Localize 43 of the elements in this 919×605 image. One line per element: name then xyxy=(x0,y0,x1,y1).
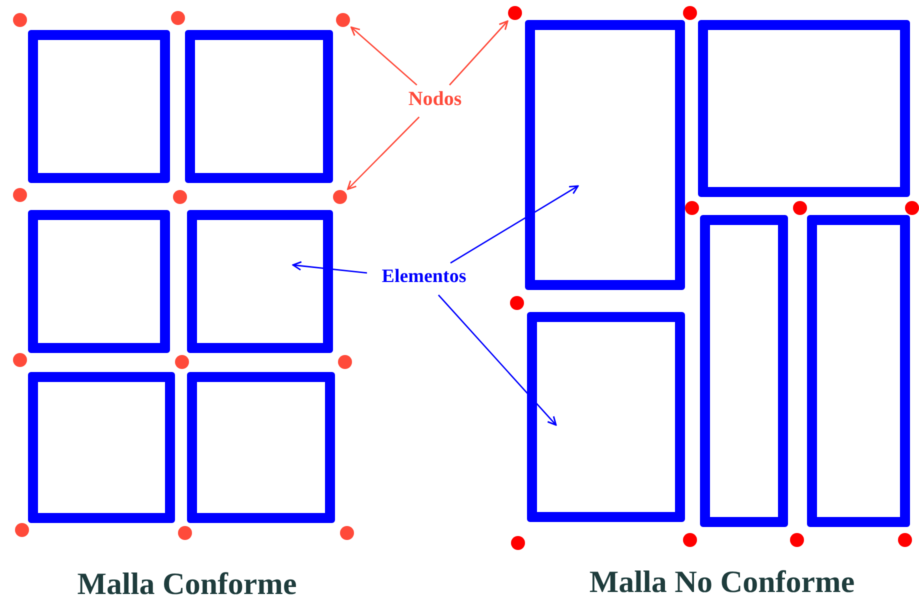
mesh-element xyxy=(698,20,910,197)
callout-label: Elementos xyxy=(380,266,468,288)
mesh-node-dot xyxy=(510,296,524,310)
mesh-node-dot xyxy=(511,536,525,550)
mesh-node-dot xyxy=(13,188,27,202)
mesh-node-dot xyxy=(508,6,522,20)
mesh-node-dot xyxy=(13,13,27,27)
mesh-element xyxy=(700,215,788,527)
leader-arrow xyxy=(292,261,368,274)
mesh-node-dot xyxy=(336,13,350,27)
mesh-node-dot xyxy=(171,11,185,25)
callout-label: Nodos xyxy=(407,88,463,111)
mesh-title: Malla No Conforme xyxy=(589,564,855,600)
mesh-element xyxy=(28,372,175,523)
mesh-node-dot xyxy=(790,533,804,547)
leader-arrow xyxy=(449,20,508,86)
mesh-node-dot xyxy=(898,533,912,547)
mesh-node-dot xyxy=(340,526,354,540)
mesh-node-dot xyxy=(175,355,189,369)
leader-arrow xyxy=(346,116,420,190)
mesh-element xyxy=(187,210,333,353)
mesh-element xyxy=(187,372,335,523)
mesh-element xyxy=(525,20,685,290)
mesh-node-dot xyxy=(685,201,699,215)
mesh-node-dot xyxy=(905,201,919,215)
mesh-node-dot xyxy=(338,355,352,369)
leader-arrow xyxy=(438,294,557,426)
mesh-element xyxy=(185,30,333,183)
leader-arrow xyxy=(450,185,579,264)
mesh-node-dot xyxy=(13,353,27,367)
mesh-node-dot xyxy=(173,190,187,204)
mesh-node-dot xyxy=(15,523,29,537)
leader-arrow xyxy=(350,26,418,86)
mesh-node-dot xyxy=(683,6,697,20)
mesh-node-dot xyxy=(683,533,697,547)
mesh-element xyxy=(28,210,170,353)
mesh-node-dot xyxy=(793,201,807,215)
mesh-title: Malla Conforme xyxy=(77,566,297,602)
mesh-element xyxy=(527,312,685,522)
mesh-node-dot xyxy=(178,526,192,540)
mesh-element xyxy=(28,30,170,183)
mesh-node-dot xyxy=(333,190,347,204)
mesh-element xyxy=(807,215,910,527)
